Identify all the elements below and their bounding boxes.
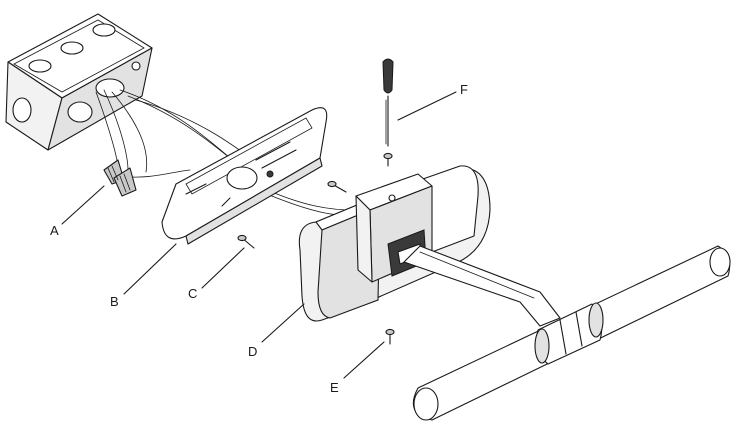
- label-a: A: [50, 223, 59, 238]
- light-arm: [387, 229, 561, 327]
- label-d: D: [248, 344, 257, 359]
- screw-c: [237, 234, 255, 249]
- screw-e: [385, 328, 395, 345]
- leader-lines: [61, 91, 457, 379]
- label-b: B: [110, 294, 119, 309]
- label-c: C: [188, 286, 197, 301]
- screwdriver: [382, 58, 394, 147]
- screw-mid: [327, 180, 347, 193]
- wire-nuts: [103, 159, 137, 197]
- mounting-plate: [161, 107, 328, 245]
- label-f: F: [460, 82, 468, 97]
- label-e: E: [330, 380, 339, 395]
- junction-box: [5, 13, 153, 151]
- light-bar: [412, 245, 731, 421]
- screw-f: [383, 152, 393, 167]
